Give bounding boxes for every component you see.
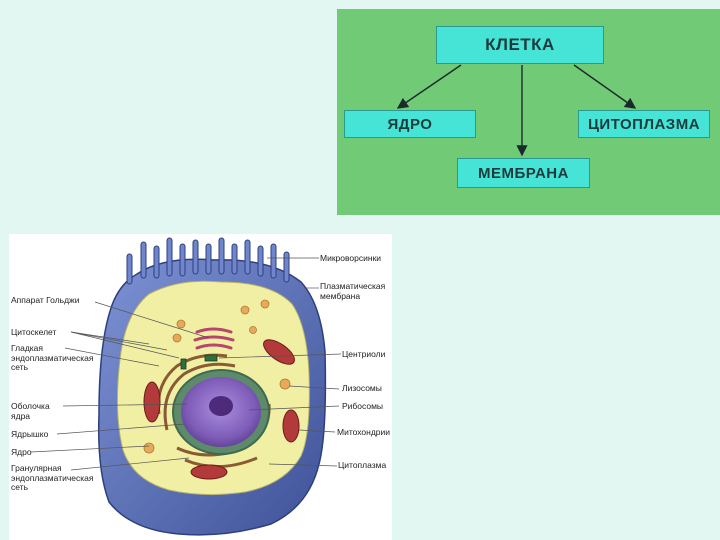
concept-diagram: КЛЕТКА ЯДРО МЕМБРАНА ЦИТОПЛАЗМА [337, 9, 720, 215]
label-ribosomes: Рибосомы [342, 401, 384, 411]
centrioles [180, 354, 218, 370]
arrow-to-cytoplasm [573, 64, 637, 109]
concept-arrows [396, 64, 637, 157]
node-membrane: МЕМБРАНА [457, 158, 590, 188]
label-cytoplasm: Цитоплазма [338, 460, 387, 470]
node-cell: КЛЕТКА [436, 26, 604, 64]
label-rough-er: Гранулярная эндоплазматическая сеть [11, 463, 94, 492]
arrow-to-nucleus [396, 64, 462, 109]
label-cytoskeleton: Цитоскелет [11, 327, 57, 337]
label-mitochondria: Митохондрии [337, 427, 391, 437]
label-golgi: Аппарат Гольджи [11, 295, 80, 305]
golgi-apparatus [193, 327, 235, 350]
node-nucleus: ЯДРО [344, 110, 476, 138]
label-centrioles: Центриоли [342, 349, 386, 359]
label-plasma-membrane: Плазматическая мембрана [320, 281, 386, 301]
label-lysosomes: Лизосомы [342, 383, 382, 393]
label-nuclear-envelope: Оболочка ядра [11, 401, 50, 421]
microvilli [126, 237, 290, 285]
label-microvilli: Микроворсинки [320, 253, 382, 263]
mitochondria [143, 339, 300, 480]
label-nucleus: Ядро [11, 447, 32, 457]
label-nucleolus: Ядрышко [11, 429, 49, 439]
pointer-lines [30, 257, 342, 471]
node-cytoplasm: ЦИТОПЛАЗМА [578, 110, 710, 138]
cell-drawing [30, 237, 342, 536]
label-smooth-er: Гладкая эндоплазматическая сеть [11, 343, 94, 372]
nucleolus [209, 396, 233, 416]
cell-illustration: Аппарат Гольджи Цитоскелет Гладкая эндоп… [9, 234, 392, 540]
vesicles [143, 299, 291, 454]
